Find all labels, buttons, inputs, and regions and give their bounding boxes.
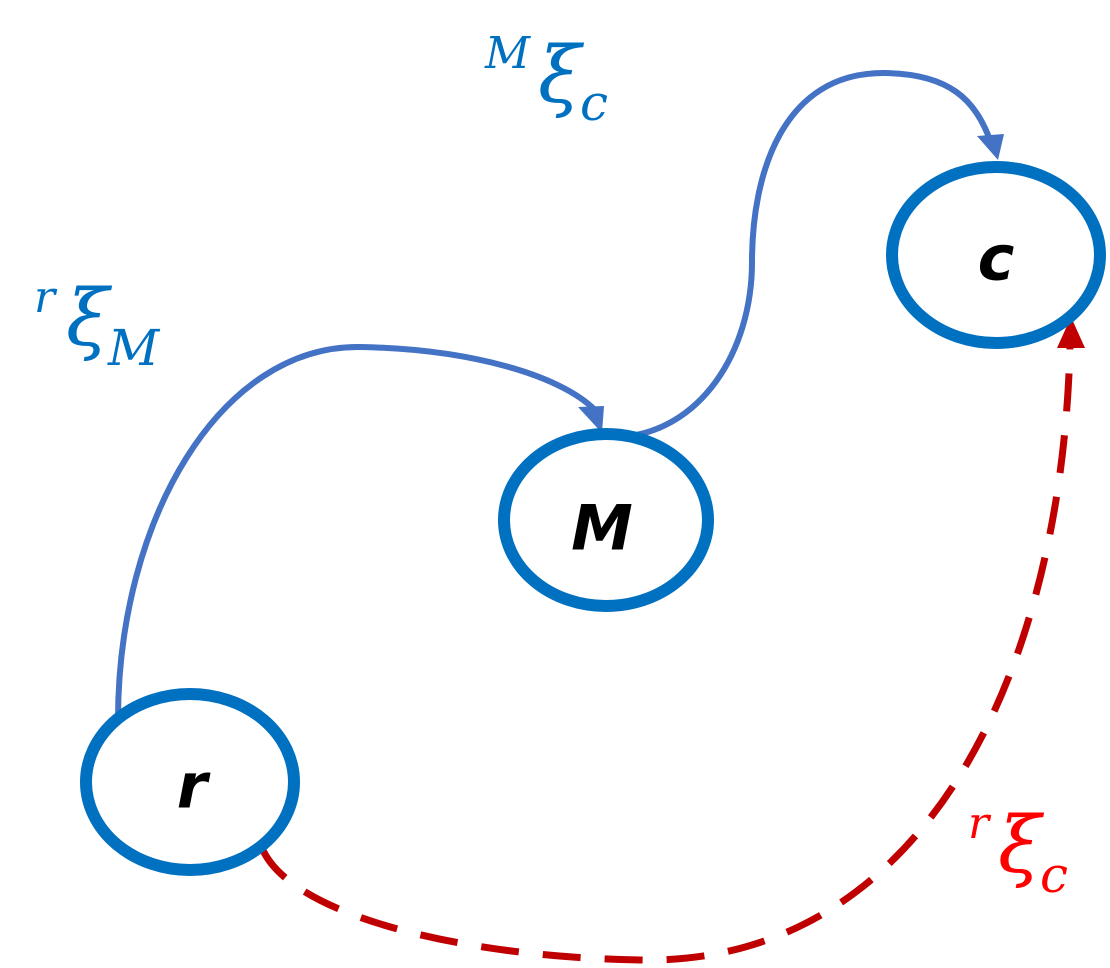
node-r-ring [80,688,300,876]
edge-r-to-c-label-subscript: c [1040,846,1068,904]
edge-m-to-c-label-subscript: c [580,74,608,132]
node-m: M [498,428,714,612]
node-c: c [886,161,1106,349]
edge-r-to-c-line [258,344,1074,964]
edge-r-to-m-label-subscript: M [107,319,161,377]
edge-r-to-c-label-symbol: ξ [998,801,1045,891]
edge-r-to-c-label: r ξ c [968,798,1068,904]
node-c-label: c [978,222,1015,295]
edge-r-to-m-label-superscript: r [34,272,58,323]
edge-r-to-m-label-symbol: ξ [66,274,113,364]
edge-r-to-c [258,317,1085,964]
edge-m-to-c-arrowhead [977,134,1004,160]
edge-r-to-c-label-superscript: r [968,798,992,849]
edge-m-to-c [619,69,1004,440]
node-r-label: r [177,750,211,823]
edge-m-to-c-label-symbol: ξ [538,31,585,121]
edge-r-to-c-arrowhead [1057,317,1085,348]
edge-m-to-c-label-superscript: M [484,28,531,79]
node-m-label: M [571,492,633,565]
edge-r-to-m-arrowhead [578,406,604,433]
edge-r-to-m-line [115,343,598,721]
edge-r-to-m [115,343,604,721]
edge-m-to-c-label: M ξ c [484,28,608,132]
edge-r-to-m-label: r ξ M [34,272,161,377]
edge-m-to-c-line [619,69,993,440]
node-r: r [80,688,300,876]
node-m-ring [498,428,714,612]
node-c-ring [886,161,1106,349]
